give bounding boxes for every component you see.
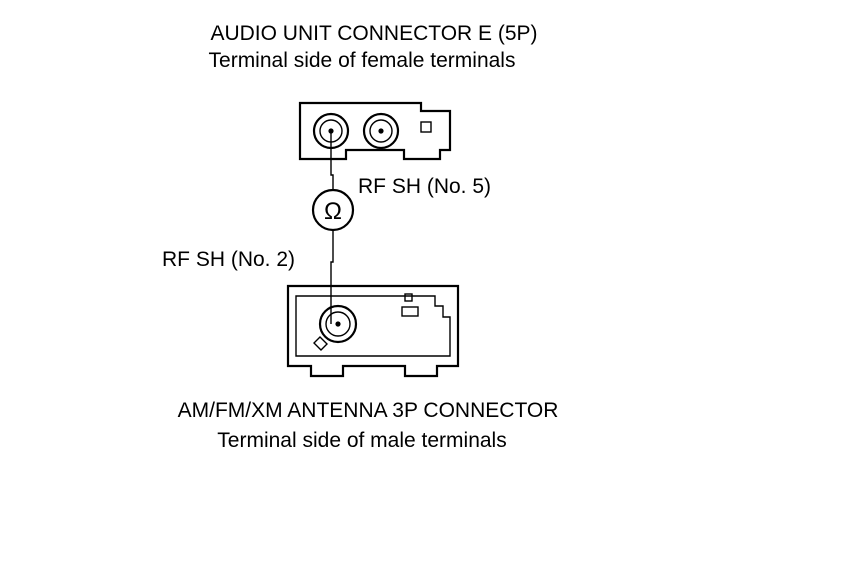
- probe-bottom-label: RF SH (No. 2): [162, 248, 295, 271]
- terminal-empty: [362, 112, 400, 150]
- ohmmeter-symbol: Ω: [311, 188, 355, 232]
- audio-unit-connector-e: [298, 101, 452, 161]
- antenna-slot: [401, 306, 419, 317]
- ohm-symbol: Ω: [324, 198, 342, 225]
- terminal-2: [313, 304, 358, 351]
- antenna-connector-subtitle: Terminal side of male terminals: [217, 429, 506, 452]
- probe-wire-bottom: [330, 230, 334, 324]
- connector-e-subtitle: Terminal side of female terminals: [209, 49, 516, 72]
- antenna-3p-connector: [286, 284, 460, 378]
- probe-top-label: RF SH (No. 5): [358, 175, 491, 198]
- probe-wire-top: [330, 131, 334, 190]
- connector-lock-tab: [420, 121, 432, 133]
- antenna-connector-title: AM/FM/XM ANTENNA 3P CONNECTOR: [178, 399, 559, 422]
- antenna-lock-tab: [404, 293, 413, 302]
- connector-e-title: AUDIO UNIT CONNECTOR E (5P): [210, 22, 537, 45]
